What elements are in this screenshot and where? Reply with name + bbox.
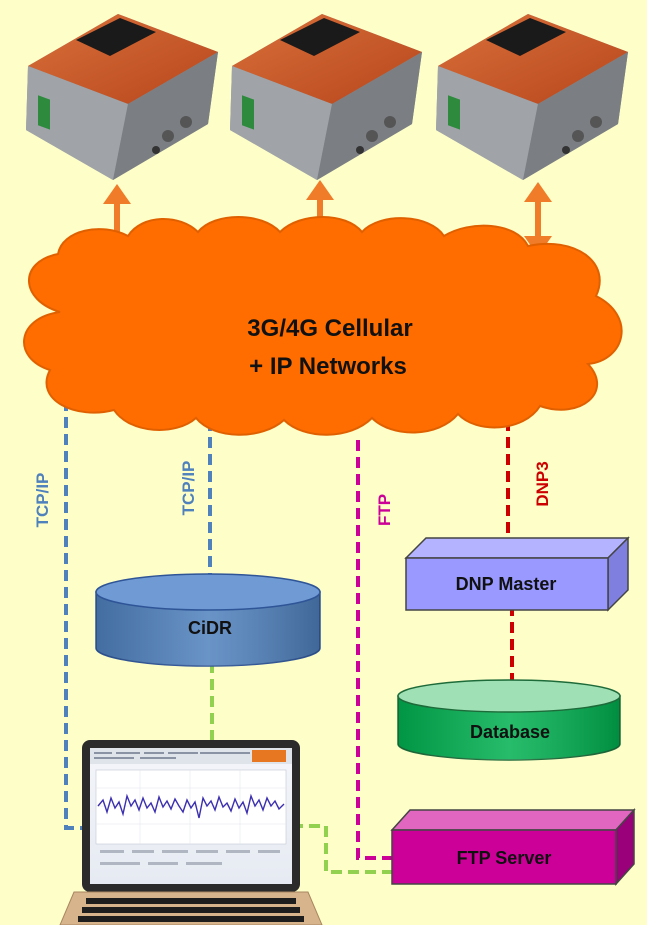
cidr-label: CiDR [188,618,232,638]
dnp-master-label: DNP Master [456,574,557,594]
ftp-server-label: FTP Server [457,848,552,868]
field-device-1 [26,14,218,180]
laptop-ftp-server-link [292,824,392,874]
cloud-label-line1: 3G/4G Cellular [247,315,412,342]
cloud-label-line2: + IP Networks [249,353,407,380]
cellular-cloud: 3G/4G Cellular + IP Networks [23,216,623,436]
field-device-2 [230,14,422,180]
tcpip-cidr-label: TCP/IP [179,461,198,516]
tcpip-left-label: TCP/IP [33,473,52,528]
ftp-link [356,440,392,860]
ftp-server-node: FTP Server [390,808,636,886]
laptop [59,740,323,925]
database-node: Database [397,679,621,761]
ftp-label: FTP [375,494,394,526]
dnp-master-node: DNP Master [404,536,630,612]
field-device-3 [436,14,628,180]
cidr-node: CiDR [95,573,321,667]
dnp3-label: DNP3 [533,461,552,506]
database-label: Database [470,722,550,742]
